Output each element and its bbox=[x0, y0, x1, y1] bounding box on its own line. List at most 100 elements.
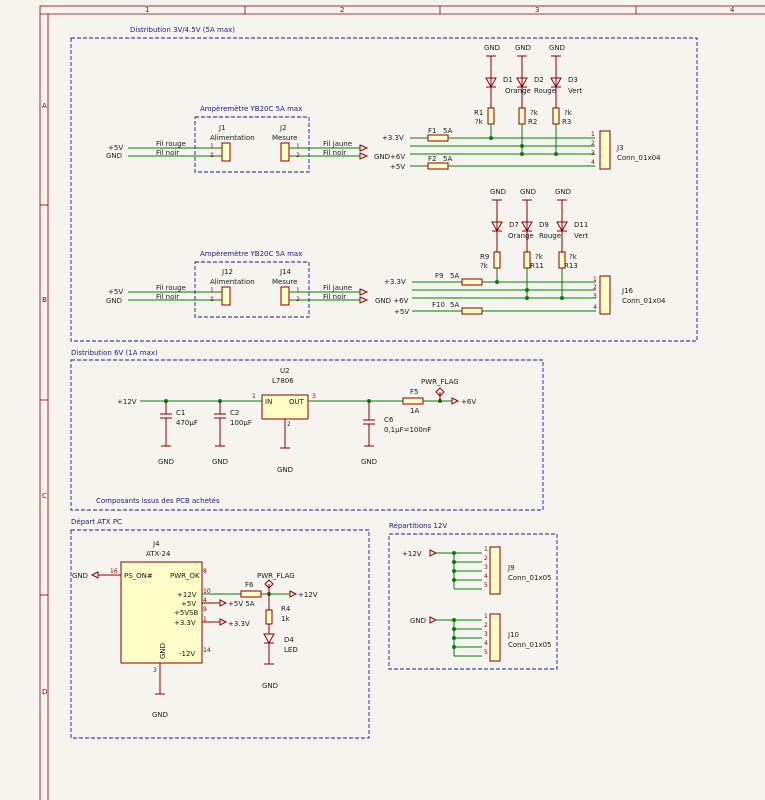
label-alimentation: Alimentation bbox=[210, 134, 255, 142]
net-12v: +12V bbox=[117, 398, 137, 406]
gnd-label: GND bbox=[484, 44, 500, 52]
led-color-orange: Orange bbox=[505, 87, 531, 95]
ammeter-block-1: Ampèremètre YB20C 5A max J1 Alimentation… bbox=[106, 105, 369, 173]
ref-f2: F2 bbox=[428, 155, 436, 163]
pin-1: 1 bbox=[296, 143, 300, 150]
section-title-12v: Répartitions 12V bbox=[389, 522, 447, 530]
gnd-label: GND bbox=[490, 188, 506, 196]
pin-2: 2 bbox=[593, 284, 597, 291]
pin-14: 14 bbox=[203, 647, 211, 654]
ref-j12: J12 bbox=[221, 268, 233, 276]
pin-3: 3 bbox=[484, 631, 488, 638]
ref-f9: F9 bbox=[435, 272, 443, 280]
net-5v-5a: +5V 5A bbox=[228, 600, 255, 608]
pin-1: 1 bbox=[591, 131, 595, 138]
ref-j2: J2 bbox=[279, 124, 287, 132]
gnd-label: GND bbox=[555, 188, 571, 196]
value-j10: Conn_01x05 bbox=[508, 641, 552, 649]
grid-row-c: C bbox=[42, 492, 47, 500]
ref-f10: F10 bbox=[432, 301, 445, 309]
fuse-f6 bbox=[240, 590, 262, 598]
value-r13: ?k bbox=[569, 253, 578, 261]
led-color-rouge: Rouge bbox=[539, 232, 561, 240]
pin-3: 3 bbox=[312, 393, 316, 400]
value-r9: ?k bbox=[480, 262, 489, 270]
ref-f1: F1 bbox=[428, 127, 436, 135]
ammeter-block-2: Ampèremètre YB20C 5A max J12 Alimentatio… bbox=[106, 250, 369, 318]
gnd-label: GND bbox=[549, 44, 565, 52]
net-gnd: GND bbox=[106, 152, 122, 160]
gnd-label: GND bbox=[277, 466, 293, 474]
gnd-label: GND bbox=[520, 188, 536, 196]
pin-ps-on: PS_ON# bbox=[124, 572, 153, 580]
fuse-f5 bbox=[402, 397, 424, 405]
pin-10: 10 bbox=[203, 588, 211, 595]
pin-out: OUT bbox=[289, 398, 305, 406]
value-r4: 1k bbox=[281, 615, 290, 623]
pin-1: 1 bbox=[203, 616, 207, 623]
ref-j1: J1 bbox=[218, 124, 226, 132]
ref-r1: R1 bbox=[474, 109, 483, 117]
gnd-label: GND bbox=[158, 458, 174, 466]
label-alimentation: Alimentation bbox=[210, 278, 255, 286]
atx-connector-block: J4 ATX-24 GND 16 PS_ON# PWR_OK 8 +12V +5… bbox=[72, 540, 318, 719]
net-6v: +6V bbox=[461, 398, 476, 406]
ref-j3: J3 bbox=[616, 144, 624, 152]
ref-d11: D11 bbox=[574, 221, 588, 229]
ref-d4: D4 bbox=[284, 636, 294, 644]
pin-gnd: GND bbox=[159, 643, 167, 659]
connector-j3 bbox=[599, 130, 611, 170]
regulator-6v: +12V C1 470µF GND C2 100µF GND U2 L7806 … bbox=[117, 367, 476, 474]
section-box-3v bbox=[70, 37, 698, 342]
pin-1: 1 bbox=[296, 287, 300, 294]
ref-j9: J9 bbox=[507, 564, 515, 572]
pin-2: 2 bbox=[484, 555, 488, 562]
value-f1: 5A bbox=[443, 127, 452, 135]
value-c1: 470µF bbox=[176, 419, 198, 427]
net-3v3: +3.3V bbox=[384, 278, 406, 286]
grid-col-2: 2 bbox=[340, 6, 344, 14]
gnd-label: GND bbox=[72, 572, 88, 580]
ammeter-title: Ampèremètre YB20C 5A max bbox=[200, 105, 302, 113]
grid-col-4: 4 bbox=[730, 6, 735, 14]
resistor-r9 bbox=[493, 251, 501, 269]
pin-4: 4 bbox=[484, 573, 488, 580]
resistor-r2 bbox=[518, 107, 526, 125]
pin-4: 4 bbox=[484, 640, 488, 647]
pin-5: 5 bbox=[484, 649, 488, 656]
ref-d3: D3 bbox=[568, 76, 578, 84]
ref-r2: R2 bbox=[528, 118, 537, 126]
pin-2: 2 bbox=[484, 622, 488, 629]
resistor-r3 bbox=[552, 107, 560, 125]
ref-r4: R4 bbox=[281, 605, 291, 613]
pin-1: 1 bbox=[252, 393, 256, 400]
pin-9: 9 bbox=[203, 606, 207, 613]
ref-r13: R13 bbox=[564, 262, 578, 270]
ref-r9: R9 bbox=[480, 253, 489, 261]
distribution-middle: GND GND GND D7 D9 D11 Orange Rouge Vert … bbox=[375, 188, 666, 316]
pcb-note: Composants issus des PCB achetés bbox=[96, 497, 220, 505]
pin-3: 3 bbox=[484, 564, 488, 571]
pin-5: 5 bbox=[484, 582, 488, 589]
grid-col-3: 3 bbox=[535, 6, 539, 14]
ref-d1: D1 bbox=[503, 76, 513, 84]
pin-3: 3 bbox=[153, 667, 157, 674]
wire-label-fil-noir: Fil noir bbox=[323, 293, 346, 301]
fuse-f1 bbox=[427, 134, 449, 142]
value-r2: ?k bbox=[530, 109, 539, 117]
sheet-frame: 1 2 3 4 A B C D bbox=[39, 5, 765, 800]
gnd-label: GND bbox=[410, 617, 426, 625]
value-j16: Conn_01x04 bbox=[622, 297, 666, 305]
grid-row-d: D bbox=[42, 688, 47, 696]
connector-j12 bbox=[221, 286, 231, 306]
connector-j16 bbox=[599, 275, 611, 315]
ref-j4: J4 bbox=[152, 540, 160, 548]
pin-4: 4 bbox=[593, 304, 597, 311]
wire-label-fil-rouge: Fil rouge bbox=[156, 284, 186, 292]
net-gnd: GND bbox=[106, 297, 122, 305]
section-title-6v: Distribution 6V (1A max) bbox=[71, 349, 158, 357]
resistor-r4 bbox=[265, 609, 273, 625]
pin-pwr-ok: PWR_OK bbox=[170, 572, 200, 580]
value-r1: ?k bbox=[475, 118, 484, 126]
